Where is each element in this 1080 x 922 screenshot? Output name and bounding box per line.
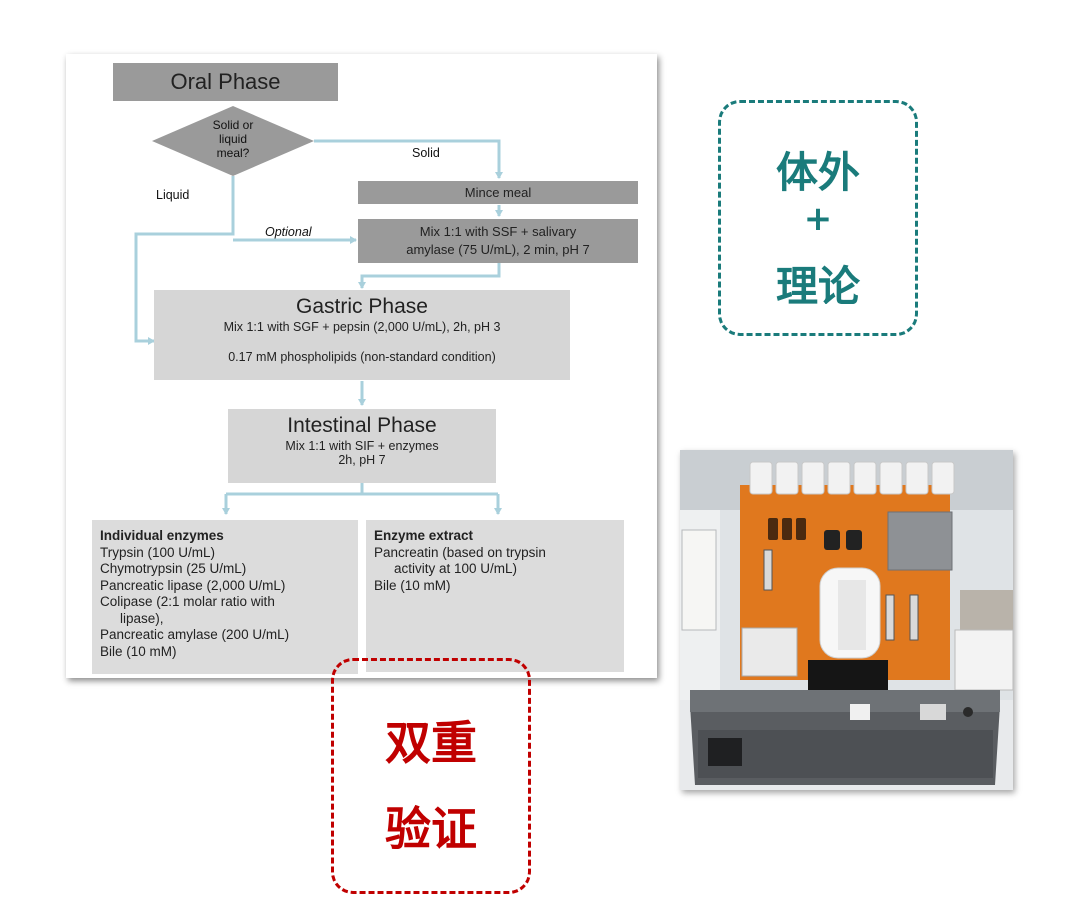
intestinal-phase-line1: Mix 1:1 with SIF + enzymes [285,439,439,453]
mix-ssf-line: Mix 1:1 with SSF + salivary [419,224,577,239]
liquid-label: Liquid [156,188,190,202]
optional-label: Optional [265,225,312,239]
mix-ssf-line: amylase (75 U/mL), 2 min, pH 7 [406,242,590,257]
digestion-flowchart: Oral Phase Solid or liquid meal? Solid L… [66,54,657,678]
enzyme-item: Bile (10 mM) [100,643,177,659]
callout-red-line2: 验证 [385,802,477,856]
individual-enzymes-title: Individual enzymes [100,528,224,543]
arrow-solid [314,139,503,179]
gastric-phase-line2: 0.17 mM phospholipids (non-standard cond… [228,350,496,364]
callout-teal-line3: 理论 [775,262,860,311]
enzyme-item: Pancreatic amylase (200 U/mL) [100,627,290,642]
decision-line: liquid [218,132,248,146]
decision-line: Solid or [212,118,254,132]
enzyme-extract-title: Enzyme extract [374,528,474,543]
extract-item: Pancreatin (based on trypsin [374,544,546,560]
extract-item: activity at 100 U/mL) [394,561,518,576]
flowchart-connectors [134,106,503,515]
decision-label: Solid or liquid meal? [176,118,290,160]
intestinal-phase-box: Intestinal Phase Mix 1:1 with SIF + enzy… [228,409,496,483]
arrow-liquid [134,176,235,345]
mix-ssf-box: Mix 1:1 with SSF + salivary amylase (75 … [358,219,638,263]
gastric-phase-line1: Mix 1:1 with SGF + pepsin (2,000 U/mL), … [223,320,501,334]
gastric-phase-title: Gastric Phase [296,295,428,318]
arrow-mix-to-gastric [358,262,501,289]
decision-line: meal? [216,146,250,160]
solid-label: Solid [412,146,440,160]
enzyme-item: Chymotrypsin (25 U/mL) [100,561,247,576]
decision-diamond [152,106,314,176]
intestinal-phase-line2: 2h, pH 7 [338,453,386,467]
enzyme-item: Pancreatic lipase (2,000 U/mL) [100,577,286,593]
artificial-gut-analyzer-photo [680,450,1013,790]
in-vitro-theory-callout: 体外 + 理论 [718,100,918,336]
dual-validation-callout: 双重 验证 [331,658,531,894]
gastric-phase-box: Gastric Phase Mix 1:1 with SGF + pepsin … [154,290,570,380]
enzyme-item: Colipase (2:1 molar ratio with [100,594,275,609]
oral-phase-title: Oral Phase [170,69,281,94]
extract-item: Bile (10 mM) [374,577,451,593]
callout-teal-plus: + [803,199,833,239]
callout-red-line1: 双重 [385,716,477,770]
individual-enzymes-box: Individual enzymes Trypsin (100 U/mL) Ch… [92,520,358,674]
intestinal-phase-title: Intestinal Phase [287,414,437,437]
mince-meal-box: Mince meal [358,181,638,204]
mince-meal-label: Mince meal [464,185,532,200]
callout-teal-line1: 体外 [775,148,860,197]
enzyme-item: lipase), [120,610,164,626]
analyzer-illustration [680,450,1013,790]
enzyme-item: Trypsin (100 U/mL) [100,544,216,560]
oral-phase-box: Oral Phase [113,63,338,101]
enzyme-extract-box: Enzyme extract Pancreatin (based on tryp… [366,520,624,672]
